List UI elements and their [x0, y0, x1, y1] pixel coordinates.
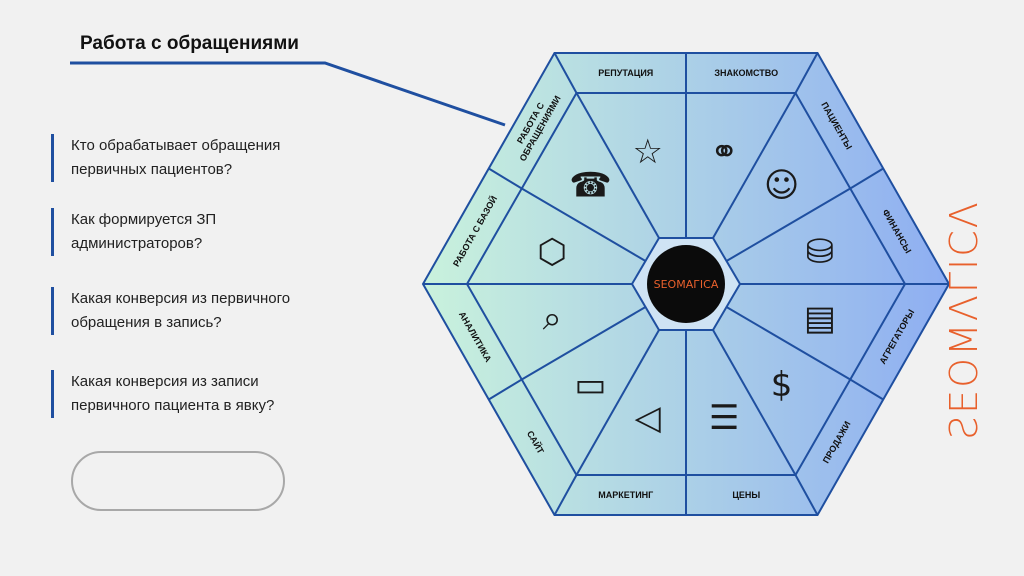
sector-spoke — [725, 187, 851, 262]
website-icon: ▭ — [574, 365, 606, 405]
band-divider — [488, 378, 523, 401]
segment-label-line: РЕПУТАЦИЯ — [598, 68, 653, 78]
question-item: Какая конверсия из записи первичного пац… — [51, 370, 371, 418]
segment-label: РЕПУТАЦИЯ — [598, 68, 653, 78]
question-item: Кто обрабатывает обращения первичных пац… — [51, 134, 371, 182]
question-line: администраторов? — [71, 235, 203, 252]
page-title: Работа с обращениями — [80, 33, 299, 54]
sector-spoke — [712, 92, 797, 239]
sector-spoke — [521, 306, 647, 381]
sector-spoke — [575, 92, 660, 239]
band-divider — [849, 167, 884, 190]
band-divider — [553, 474, 578, 516]
question-line: первичного пациента в явку? — [71, 397, 275, 414]
sector-spoke — [712, 329, 797, 476]
segment-label: ЗНАКОМСТВО — [714, 68, 778, 78]
sector-spoke — [521, 187, 647, 262]
brand-logo: ƧEOMΛΓICΛ — [942, 200, 986, 440]
question-line: Какая конверсия из первичного — [71, 290, 291, 307]
price-list-icon: ☰ — [709, 398, 739, 438]
question-item: Как формируется ЗП администраторов? — [51, 208, 371, 256]
segment-label-line: ЦЕНЫ — [732, 490, 760, 500]
database-documents-icon: ▤ — [804, 298, 836, 338]
question-line: Какая конверсия из записи — [71, 373, 259, 390]
center-logo-text: SEOMAГICA — [654, 278, 719, 291]
question-line: Как формируется ЗП — [71, 211, 217, 228]
segment-label: ЦЕНЫ — [732, 490, 760, 500]
segment-label-line: ЗНАКОМСТВО — [714, 68, 778, 78]
question-item: Какая конверсия из первичного обращения … — [51, 287, 371, 335]
question-line: Кто обрабатывает обращения — [71, 137, 281, 154]
center-logo-circle — [647, 245, 725, 323]
phone-icon: ☎ — [569, 165, 611, 205]
coins-icon: ⛁ — [806, 232, 835, 272]
blockchain-icon: ⬡ — [537, 232, 567, 272]
stars-thumbs-up-icon: ☆ — [633, 132, 663, 172]
segment-label: МАРКЕТИНГ — [598, 490, 653, 500]
patients-icon: ☺ — [764, 165, 799, 205]
analytics-icon: ⌕ — [543, 298, 562, 338]
band-divider — [794, 52, 819, 94]
band-divider — [849, 378, 884, 401]
band-divider — [488, 167, 523, 190]
handshake-icon: ⚭ — [710, 132, 739, 172]
question-line: обращения в запись? — [71, 314, 222, 331]
sector-spoke — [575, 329, 660, 476]
megaphone-icon: ◁ — [635, 398, 662, 438]
empty-oval-button[interactable] — [71, 451, 285, 511]
sales-chart-icon: $ — [771, 365, 793, 405]
question-line: первичных пациентов? — [71, 161, 233, 178]
sector-spoke — [725, 306, 851, 381]
band-divider — [553, 52, 578, 94]
title-connector-line — [70, 61, 506, 127]
band-divider — [794, 474, 819, 516]
segment-label-line: МАРКЕТИНГ — [598, 490, 653, 500]
